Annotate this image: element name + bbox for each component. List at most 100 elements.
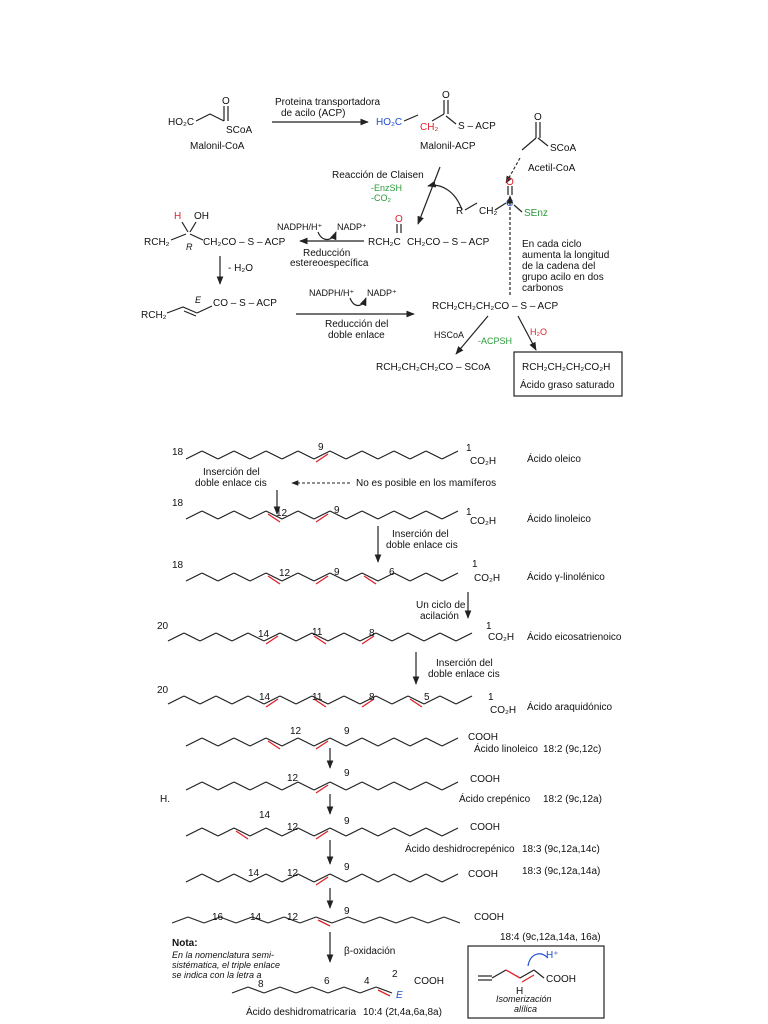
acet4-chain-bond bbox=[441, 873, 459, 883]
isomerizacion-box: H⁺ H COOH Isomerización alílica bbox=[467, 945, 605, 1019]
acet5-chain-bond bbox=[443, 916, 461, 924]
acet3-chain-bond bbox=[425, 827, 443, 837]
eicosa-acid: CO₂H bbox=[488, 632, 514, 643]
acetylenic-chains bbox=[171, 737, 461, 997]
acet3-chain-bond bbox=[233, 827, 251, 837]
acet4-chain-bond bbox=[329, 873, 347, 883]
acet3-chain-bond bbox=[377, 827, 395, 837]
acet2-acid: COOH bbox=[470, 774, 500, 785]
gamma-start-label: 18 bbox=[172, 560, 184, 571]
acet2-chain-bond bbox=[281, 781, 299, 791]
dehydration-step: - H₂O bbox=[216, 256, 253, 285]
acet2-chain-bond bbox=[345, 781, 363, 791]
no-mamiferos-note: No es posible en los mamíferos bbox=[356, 478, 496, 489]
eicosa-chain-double-bond bbox=[265, 635, 279, 645]
step2-line2: doble enlace cis bbox=[386, 540, 458, 551]
thioester-exchange: HSCoA -ACPSH H₂O bbox=[434, 315, 547, 355]
eicosa-chain-bond bbox=[359, 632, 377, 642]
acet2-chain-bond bbox=[217, 781, 235, 791]
dm-chain-bond bbox=[263, 986, 281, 994]
acet-row-5: 16 14 12 9 COOH 18:4 (9c,12a,14a, 16a) bbox=[212, 906, 601, 943]
linoleico-chain-bond bbox=[217, 510, 235, 520]
eicosa-chain-bond bbox=[215, 632, 233, 642]
acet2-chain-bond bbox=[393, 781, 411, 791]
acet4-acid: COOH bbox=[468, 869, 498, 880]
side-h-label: H. bbox=[160, 794, 170, 805]
araq-pos-14: 14 bbox=[259, 692, 271, 703]
eicosa-chain-bond bbox=[183, 632, 201, 642]
enoyl-rest: CO – S – ACP bbox=[213, 298, 277, 309]
acet3-chain-bond bbox=[201, 827, 219, 837]
claisen-title: Reacción de Claisen bbox=[332, 170, 424, 181]
desat-step-1: Inserción del doble enlace cis No es pos… bbox=[195, 467, 496, 515]
dm-pos-4: 4 bbox=[364, 976, 370, 987]
gamma-chain-bond bbox=[233, 572, 251, 582]
gamma-c1: 1 bbox=[472, 559, 478, 570]
nota-line2: sistématica, el triple enlace bbox=[172, 960, 280, 970]
eicosa-chain-bond bbox=[439, 632, 457, 642]
acet2-chain-bond bbox=[329, 781, 347, 791]
hydroxyacyl-rch2: RCH₂ bbox=[144, 237, 170, 248]
eicosa-name: Ácido eicosatrienoico bbox=[527, 630, 622, 643]
svg-text:O: O bbox=[222, 96, 230, 107]
araq-chain-bond bbox=[407, 695, 425, 705]
acet3-chain-bond bbox=[409, 827, 427, 837]
eicosa-chain-bond bbox=[279, 632, 297, 642]
acet5-code: 18:4 (9c,12a,14a, 16a) bbox=[500, 932, 601, 943]
acet1-code: 18:2 (9c,12c) bbox=[543, 744, 601, 755]
araq-chain-double-bond bbox=[409, 698, 423, 708]
acet1-name: Ácido linoleico bbox=[474, 742, 538, 755]
gamma-chain-bond bbox=[297, 572, 315, 582]
gamma-chain-bond bbox=[201, 572, 219, 582]
linoleico-chain-bond bbox=[313, 510, 331, 520]
acet3-pos-12: 12 bbox=[287, 822, 299, 833]
acet3-chain-bond bbox=[393, 827, 411, 837]
acet1-chain-bond bbox=[441, 737, 459, 747]
eicosa-chain-bond bbox=[375, 632, 393, 642]
acet4-pos-14: 14 bbox=[248, 868, 260, 879]
nota-line3: se indica con la letra a bbox=[172, 970, 262, 980]
oleico-c1: 1 bbox=[466, 443, 472, 454]
svg-text:O: O bbox=[534, 112, 542, 123]
araq-chain-bond bbox=[247, 695, 265, 705]
acetil-coa: O SCoA Acetil-CoA bbox=[505, 112, 576, 184]
araq-chain-bond bbox=[199, 695, 217, 705]
linoleico-chain-bond bbox=[361, 510, 379, 520]
acet5-chain-bond bbox=[395, 916, 413, 924]
acet1-chain-bond bbox=[233, 737, 251, 747]
gamma-chain-bond bbox=[249, 572, 267, 582]
linoleico-chain-bond bbox=[377, 510, 395, 520]
acet2-chain-bond bbox=[249, 781, 267, 791]
oleico-chain-bond bbox=[409, 450, 427, 460]
acet1-chain-bond bbox=[377, 737, 395, 747]
cycle-note-l2: aumenta la longitud bbox=[522, 250, 609, 261]
dm-chain-double-bond bbox=[377, 989, 391, 997]
linoleico-chain-bond bbox=[329, 510, 347, 520]
dm-name: Ácido deshidromatricaria bbox=[246, 1005, 356, 1018]
nota-title: Nota: bbox=[172, 938, 198, 949]
desat-row-oleico: 18 9 1 CO₂H Ácido oleico bbox=[172, 442, 581, 467]
acyl-coa: RCH₂CH₂CH₂CO – SCoA bbox=[376, 362, 491, 373]
linoleico-c1: 1 bbox=[466, 507, 472, 518]
acet4-chain-bond bbox=[313, 873, 331, 883]
gamma-name: Ácido γ-linolénico bbox=[527, 570, 605, 583]
araq-start-label: 20 bbox=[157, 685, 169, 696]
acet4-chain-double-bond bbox=[315, 876, 329, 886]
acet5-chain-bond bbox=[363, 916, 381, 924]
oleico-chain-bond bbox=[297, 450, 315, 460]
reduction-1: NADPH/H⁺ NADP⁺ Reducción estereoespecífi… bbox=[277, 222, 369, 269]
araq-acid: CO₂H bbox=[490, 705, 516, 716]
acet4-chain-bond bbox=[185, 873, 203, 883]
malonil-coa-acid: HO₂C bbox=[168, 117, 194, 128]
claisen-step: Reacción de Claisen -EnzSH -CO₂ bbox=[332, 166, 463, 225]
oleico-chain-bond bbox=[281, 450, 299, 460]
iso-line1: Isomerización bbox=[496, 994, 552, 1004]
araq-chain-bond bbox=[279, 695, 297, 705]
ketoacyl-rest: CH₂CO – S – ACP bbox=[407, 237, 490, 248]
acet4-chain-bond bbox=[361, 873, 379, 883]
gamma-chain-bond bbox=[313, 572, 331, 582]
malonil-acp-ch2: CH₂ bbox=[420, 122, 438, 133]
step1-line1: Inserción del bbox=[203, 467, 260, 478]
araq-chain-bond bbox=[327, 695, 345, 705]
